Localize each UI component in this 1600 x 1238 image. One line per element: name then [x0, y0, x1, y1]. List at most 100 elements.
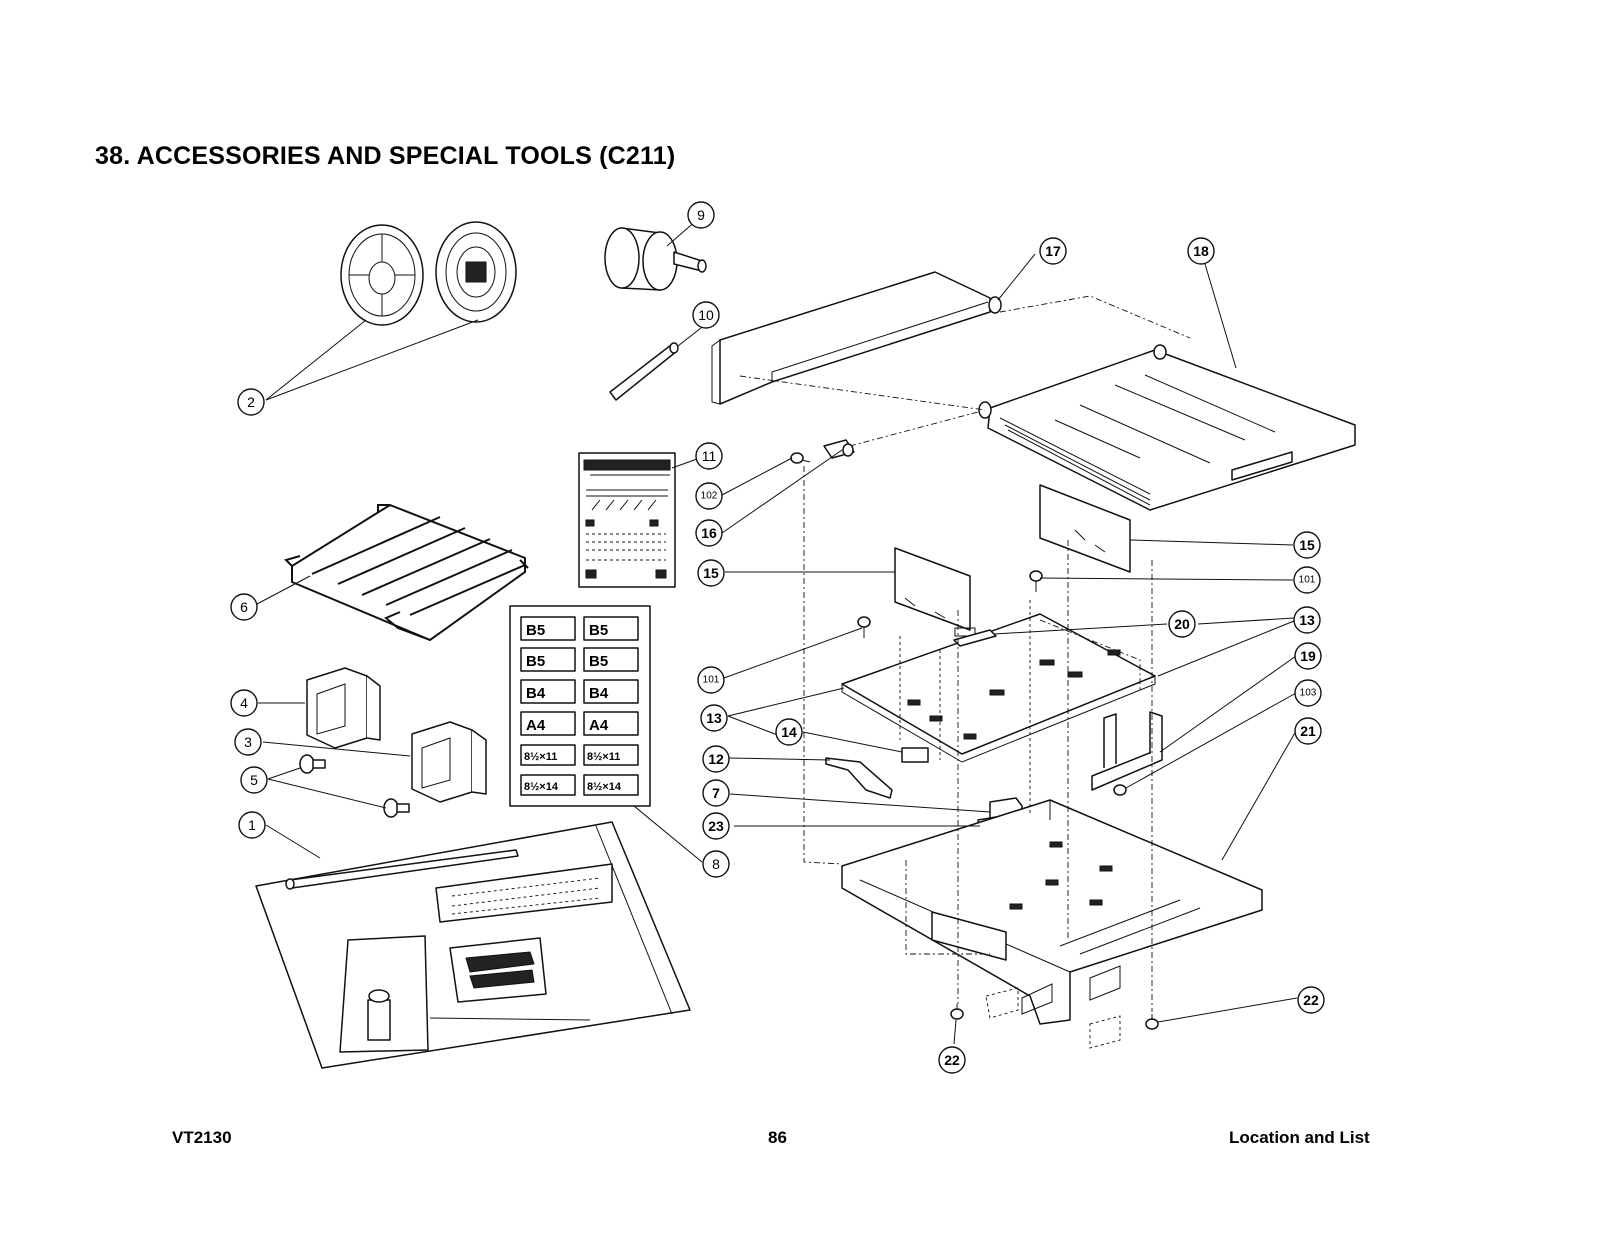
- callout-number: 20: [1174, 616, 1190, 632]
- guide-line: [999, 295, 1191, 339]
- callout-number: 9: [697, 207, 705, 223]
- callout-13b: 13: [700, 704, 728, 732]
- size-label-grid: B5 B5 B5 B5 B4 B4 A4 A4 8½×11 8½×11 8½×1…: [520, 616, 639, 796]
- callout-number: 22: [944, 1052, 960, 1068]
- size-label: B5: [589, 653, 608, 670]
- guide-bracket-part: [1091, 711, 1163, 796]
- callout-number: 1: [248, 817, 256, 833]
- callout-15b: 15: [697, 559, 725, 587]
- footer-page-number: 86: [768, 1128, 787, 1147]
- callout-101a: 101: [1293, 566, 1321, 594]
- side-guide-parts: [894, 484, 1131, 631]
- callout-8: 8: [702, 850, 730, 878]
- callout-19: 19: [1294, 642, 1322, 670]
- callout-number: 8: [712, 856, 720, 872]
- callout-9: 9: [687, 201, 715, 229]
- callout-number: 102: [701, 491, 718, 502]
- callout-10: 10: [692, 301, 720, 329]
- roller-part: [604, 227, 707, 291]
- page-title: 38. ACCESSORIES AND SPECIAL TOOLS (C211): [95, 142, 676, 170]
- callout-5: 5: [240, 766, 268, 794]
- callout-number: 14: [781, 724, 797, 740]
- callout-number: 16: [701, 525, 717, 541]
- callout-4: 4: [230, 689, 258, 717]
- guide-line: [739, 375, 986, 411]
- reel-parts: [340, 221, 517, 326]
- callout-number: 11: [702, 448, 717, 464]
- callout-13a: 13: [1293, 606, 1321, 634]
- callout-number: 103: [1300, 688, 1317, 699]
- callout-number: 3: [244, 734, 252, 750]
- callout-number: 6: [240, 599, 248, 615]
- callout-number: 2: [247, 394, 255, 410]
- top-cover-part: [711, 271, 1002, 405]
- bottom-screw-parts: [950, 1004, 1159, 1030]
- callout-number: 18: [1193, 243, 1209, 259]
- size-label: B5: [526, 653, 545, 670]
- callout-6: 6: [230, 593, 258, 621]
- footer-section: Location and List: [1229, 1128, 1370, 1147]
- guide-line: [849, 411, 979, 447]
- callout-2: 2: [237, 388, 265, 416]
- size-label: A4: [526, 717, 546, 734]
- knob-parts: [299, 754, 410, 818]
- callout-103: 103: [1294, 679, 1322, 707]
- callout-20: 20: [1168, 610, 1196, 638]
- size-label: A4: [589, 717, 609, 734]
- callout-102: 102: [695, 482, 723, 510]
- size-label: 8½×14: [524, 781, 559, 793]
- callout-16: 16: [695, 519, 723, 547]
- tool-kit-part: [255, 821, 691, 1069]
- callout-number: 12: [708, 751, 724, 767]
- size-label-sheet-part: B5 B5 B5 B5 B4 B4 A4 A4 8½×11 8½×11 8½×1…: [509, 605, 651, 807]
- size-label: 8½×11: [587, 751, 620, 763]
- paper-cassette-part: [841, 799, 1263, 1025]
- bracket-parts: [306, 667, 487, 803]
- callout-number: 15: [703, 565, 719, 581]
- callout-1: 1: [238, 811, 266, 839]
- callout-7: 7: [702, 779, 730, 807]
- callout-15a: 15: [1293, 531, 1321, 559]
- callout-21: 21: [1294, 717, 1322, 745]
- callout-18: 18: [1187, 237, 1215, 265]
- callout-number: 19: [1300, 648, 1316, 664]
- callout-number: 13: [706, 710, 722, 726]
- callout-number: 15: [1299, 537, 1315, 553]
- hinge-parts: [790, 439, 855, 464]
- screw-parts: [857, 570, 1043, 647]
- callout-number: 7: [712, 785, 720, 801]
- callout-number: 21: [1300, 723, 1316, 739]
- wire-tray-part: [284, 503, 529, 642]
- size-label: B4: [526, 685, 546, 702]
- pin-part: [609, 342, 679, 401]
- callout-11: 11: [695, 442, 723, 470]
- callout-12: 12: [702, 745, 730, 773]
- size-label: B5: [589, 622, 608, 639]
- callout-number: 22: [1303, 992, 1319, 1008]
- size-label: 8½×11: [524, 751, 557, 763]
- callout-22a: 22: [1297, 986, 1325, 1014]
- callout-number: 101: [1299, 575, 1316, 586]
- assembly-guide-lines: [803, 466, 1153, 1012]
- callout-23: 23: [702, 812, 730, 840]
- callout-14: 14: [775, 718, 803, 746]
- callout-number: 101: [703, 675, 720, 686]
- callout-number: 4: [240, 695, 248, 711]
- callout-number: 17: [1045, 243, 1061, 259]
- dotted-outline: [985, 987, 1121, 1049]
- callout-101b: 101: [697, 666, 725, 694]
- size-label: B4: [589, 685, 609, 702]
- size-label: B5: [526, 622, 545, 639]
- callout-number: 10: [698, 307, 714, 323]
- callout-3: 3: [234, 728, 262, 756]
- callout-22b: 22: [938, 1046, 966, 1074]
- instruction-label-part: [578, 452, 676, 588]
- size-label: 8½×14: [587, 781, 622, 793]
- footer-model: VT2130: [172, 1128, 232, 1147]
- callout-17: 17: [1039, 237, 1067, 265]
- callout-number: 5: [250, 772, 258, 788]
- callout-number: 13: [1299, 612, 1315, 628]
- callout-number: 23: [708, 818, 724, 834]
- output-tray-part: [978, 344, 1356, 511]
